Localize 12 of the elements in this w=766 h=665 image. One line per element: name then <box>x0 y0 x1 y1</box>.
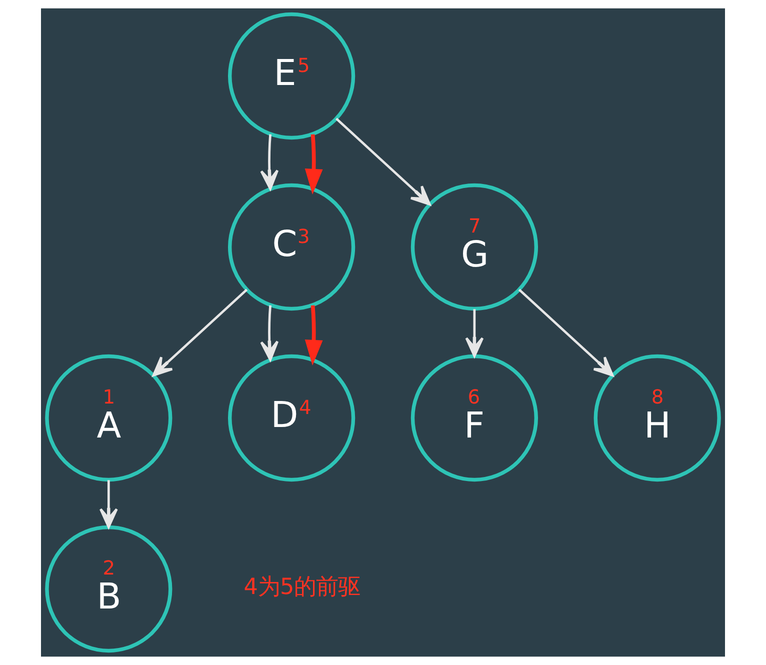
arrow <box>518 288 614 376</box>
arrow <box>304 305 323 366</box>
arrow <box>152 288 248 376</box>
arrow <box>260 134 279 190</box>
arrow <box>304 134 323 195</box>
arrow <box>260 305 279 361</box>
arrow <box>335 118 431 206</box>
node-circle: 2 B <box>45 525 172 653</box>
label: 4为5的前驱 <box>244 574 360 600</box>
node-circle: 6 F <box>410 354 538 482</box>
arrow <box>465 309 484 358</box>
arrow <box>99 480 118 528</box>
